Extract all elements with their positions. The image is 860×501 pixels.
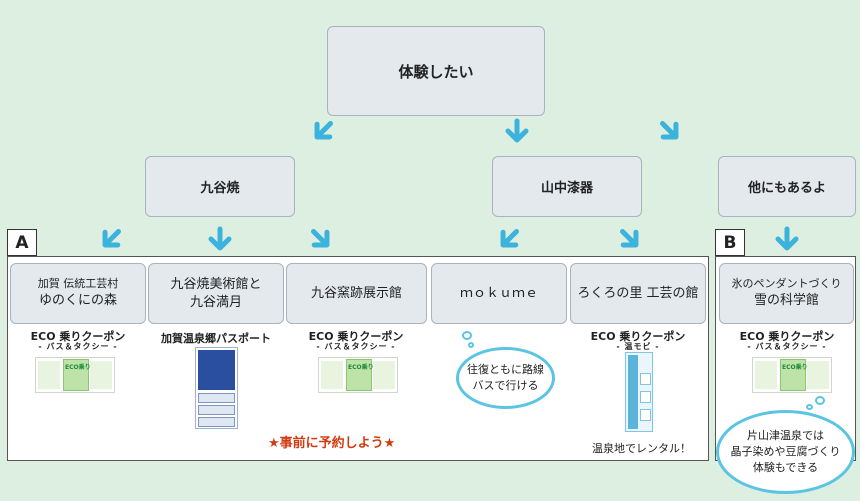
venue-line1: 九谷窯跡展示館 [310,285,402,301]
eco-coupon-title: ECO 乗りクーポン - バス＆タクシー - [296,330,416,352]
category-label: 他にもあるよ [747,181,826,196]
eco-coupon-image: ECO乗り [752,357,832,393]
root-node: 体験したい [327,26,545,116]
arrow-down-icon [772,226,802,256]
eco-coupon-subtitle: - バス＆タクシー - [747,342,827,352]
thought-bubble-mokume: 往復ともに路線 バスで行ける [456,347,555,409]
venue-line1: 加賀 伝統工芸村 [37,277,119,291]
eco-coupon-title: ECO 乗りクーポン - 温モビ - [578,330,698,352]
eco-coupon-subtitle: - 温モビ - [616,342,660,352]
onmobi-coupon-image [625,352,653,432]
venue-line2: 雪の科学館 [753,293,819,309]
arrow-down-left-icon [89,219,131,261]
category-others: 他にもあるよ [718,156,856,217]
arrow-down-icon [502,118,532,148]
group-b-label: B [715,229,745,256]
venue-line2: 九谷満月 [189,294,242,310]
eco-coupon-title: ECO 乗りクーポン - バス＆タクシー - [18,330,138,352]
passport-title: 加賀温泉郷パスポート [161,332,271,345]
arrow-down-right-icon [650,111,692,153]
category-yamanaka-shikki: 山中漆器 [492,156,642,217]
venue-yunokuni-no-mori: 加賀 伝統工芸村 ゆのくにの森 [10,263,146,324]
eco-coupon-title: ECO 乗りクーポン - バス＆タクシー - [727,330,847,352]
venue-rokuro-no-sato: ろくろの里 工芸の館 [570,263,706,324]
reservation-note: ★事前に予約しよう★ [268,436,396,451]
arrow-down-right-icon [610,219,652,261]
venue-kutani-museum: 九谷焼美術館と 九谷満月 [148,263,284,324]
rental-note: 温泉地でレンタル！ [592,442,691,455]
venue-snow-science-museum: 氷のペンダントづくり 雪の科学館 [719,263,854,324]
venue-line1: 氷のペンダントづくり [731,277,842,291]
arrow-down-icon [205,226,235,256]
eco-coupon-image: ECO乗り [318,357,398,393]
thought-bubble-b: 片山津温泉では 晶子染めや豆腐づくり 体験もできる [716,410,855,494]
bubble-tail-dot [815,396,825,405]
venue-kutani-kiln-museum: 九谷窯跡展示館 [286,263,427,324]
eco-coupon-subtitle: - バス＆タクシー - [316,342,396,352]
bubble-tail-dot [468,342,474,348]
category-kutaniyaki: 九谷焼 [145,156,295,217]
passport-image [195,347,238,429]
arrow-down-left-icon [301,111,343,153]
group-a-label: A [7,229,37,256]
category-label: 山中漆器 [540,181,593,196]
venue-line1: ろくろの里 工芸の館 [577,285,699,301]
eco-coupon-image: ECO乗り [35,357,115,393]
venue-mokume: ｍｏｋｕｍｅ [431,263,567,324]
bubble-tail-dot [806,404,813,410]
venue-line2: ゆのくにの森 [38,293,117,309]
eco-coupon-subtitle: - バス＆タクシー - [38,342,118,352]
arrow-down-right-icon [301,219,343,261]
venue-line1: ｍｏｋｕｍｅ [459,285,538,301]
venue-line1: 九谷焼美術館と [170,276,262,292]
bubble-tail-dot [462,331,472,340]
root-label: 体験したい [398,62,474,81]
category-label: 九谷焼 [200,181,240,196]
arrow-down-left-icon [487,219,529,261]
